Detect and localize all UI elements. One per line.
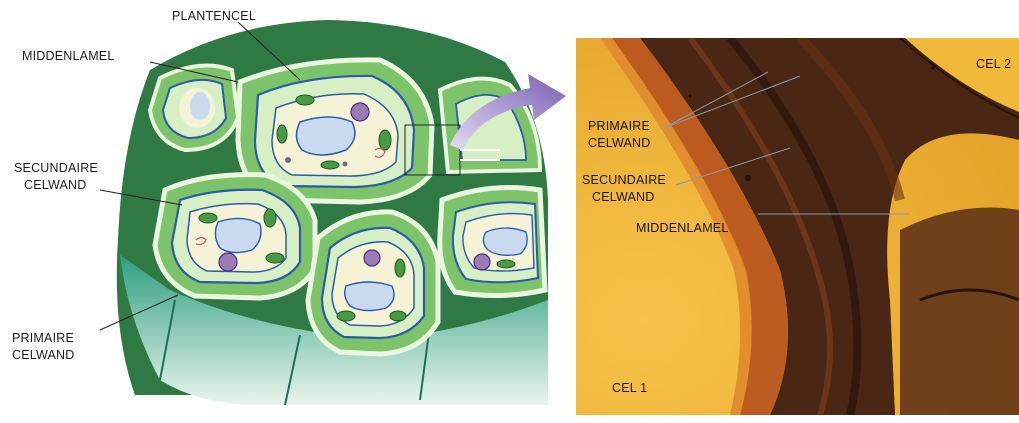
micrograph-label-middenlamel: MIDDENLAMEL: [636, 220, 729, 237]
plant-cell-upper-left: [150, 66, 238, 151]
micrograph-label-cel2: CEL 2: [976, 56, 1011, 73]
plant-cell-bottom-center: [308, 212, 438, 354]
plant-cell-middle-left: [155, 175, 315, 298]
label-plantencel: PLANTENCEL: [172, 8, 256, 25]
label-middenlamel: MIDDENLAMEL: [22, 48, 115, 65]
label-secundaire-celwand: SECUNDAIRE CELWAND: [14, 160, 98, 194]
label-primaire-celwand: PRIMAIRE CELWAND: [12, 330, 75, 364]
micrograph-label-cel1: CEL 1: [612, 380, 647, 397]
micrograph-label-primaire-celwand: PRIMAIRE CELWAND: [588, 118, 651, 152]
plant-tissue-illustration: [100, 20, 548, 405]
plant-cell-right: [440, 188, 545, 296]
micrograph-label-secundaire-celwand: SECUNDAIRE CELWAND: [582, 172, 666, 206]
